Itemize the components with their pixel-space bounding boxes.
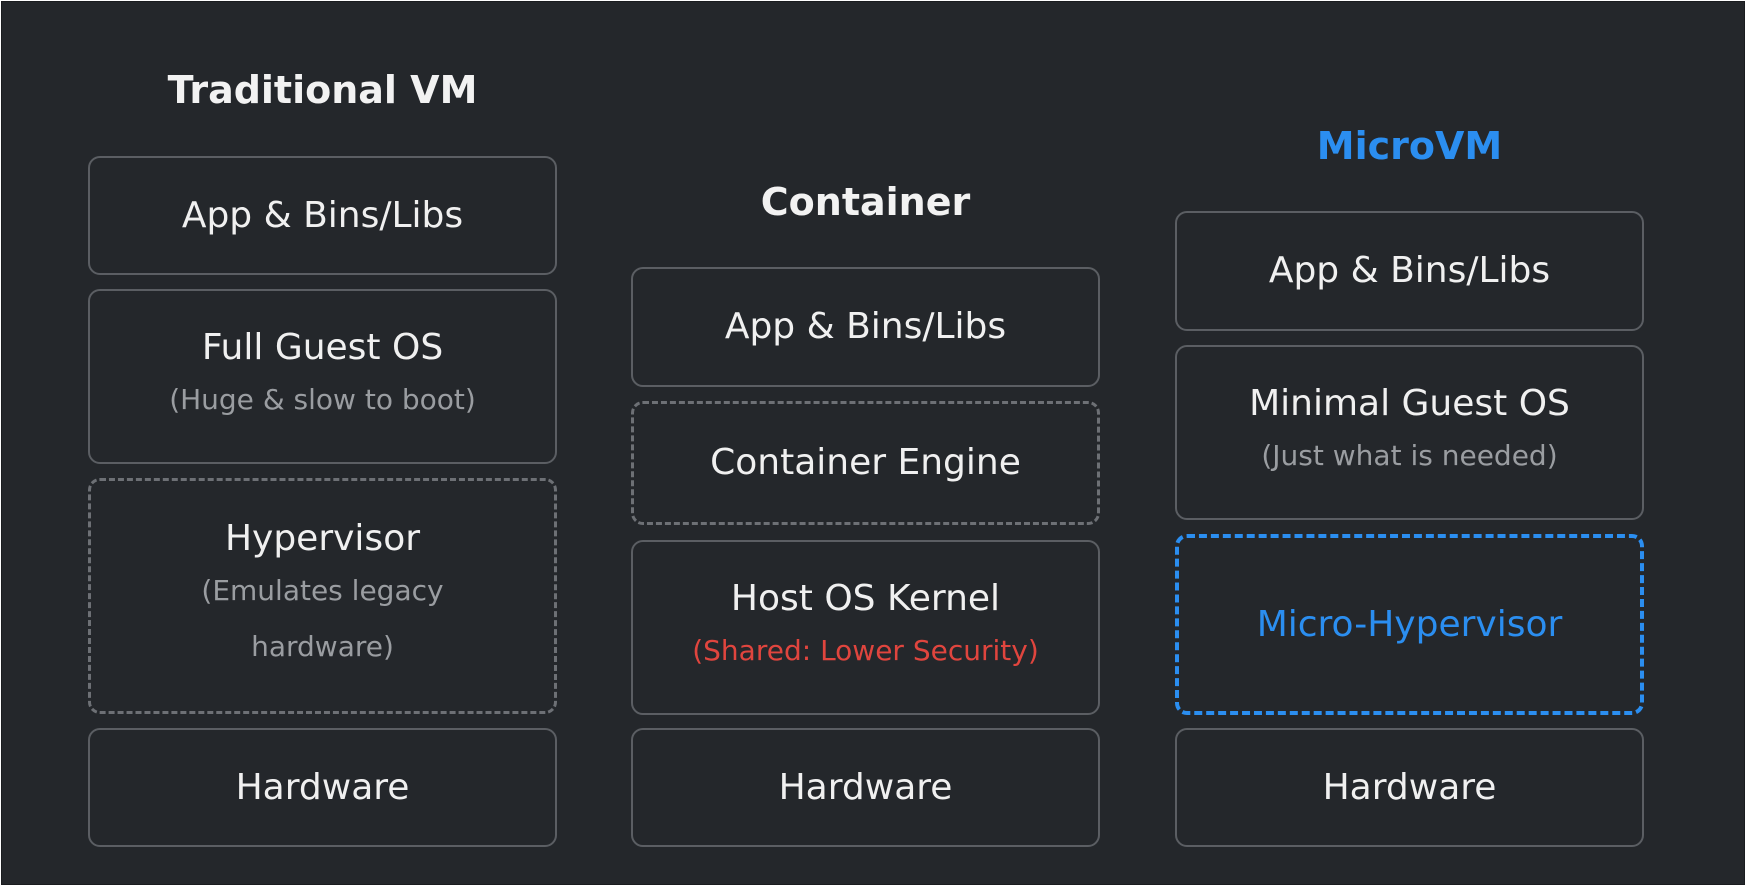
- vm-guest-os-layer: Full Guest OS (Huge & slow to boot): [88, 289, 557, 464]
- container-app-label: App & Bins/Libs: [724, 306, 1007, 347]
- vm-guest-os-note: (Huge & slow to boot): [169, 382, 476, 416]
- container-hardware-label: Hardware: [778, 766, 953, 808]
- microvm-hardware-label: Hardware: [1322, 766, 1497, 808]
- vm-hardware-layer: Hardware: [88, 728, 557, 847]
- container-title: Container: [760, 180, 971, 224]
- host-os-kernel-layer: Host OS Kernel (Shared: Lower Security): [631, 540, 1100, 715]
- container-engine-label: Container Engine: [710, 442, 1021, 483]
- traditional-vm-title: Traditional VM: [167, 68, 478, 112]
- microvm-guest-os-layer: Minimal Guest OS (Just what is needed): [1175, 345, 1644, 520]
- vm-guest-os-label: Full Guest OS: [201, 326, 444, 368]
- container-engine-layer: Container Engine: [631, 401, 1100, 525]
- microvm-guest-os-note: (Just what is needed): [1261, 438, 1558, 472]
- microvm-hardware-layer: Hardware: [1175, 728, 1644, 847]
- vm-app-layer: App & Bins/Libs: [88, 156, 557, 275]
- vm-hypervisor-label: Hypervisor: [224, 518, 421, 559]
- container-app-layer: App & Bins/Libs: [631, 267, 1100, 387]
- microvm-guest-os-label: Minimal Guest OS: [1249, 382, 1570, 424]
- vm-hypervisor-layer: Hypervisor (Emulates legacy hardware): [88, 478, 557, 714]
- vm-app-label: App & Bins/Libs: [181, 194, 464, 236]
- host-os-kernel-label: Host OS Kernel: [730, 577, 1001, 619]
- microvm-app-layer: App & Bins/Libs: [1175, 211, 1644, 331]
- vm-hardware-label: Hardware: [235, 766, 410, 808]
- micro-hypervisor-label: Micro-Hypervisor: [1256, 603, 1563, 645]
- microvm-title: MicroVM: [1316, 124, 1503, 168]
- container-hardware-layer: Hardware: [631, 728, 1100, 847]
- host-os-kernel-note: (Shared: Lower Security): [692, 633, 1039, 667]
- microvm-app-label: App & Bins/Libs: [1268, 250, 1551, 291]
- micro-hypervisor-layer: Micro-Hypervisor: [1175, 534, 1644, 715]
- vm-hypervisor-note: (Emulates legacy hardware): [201, 574, 444, 663]
